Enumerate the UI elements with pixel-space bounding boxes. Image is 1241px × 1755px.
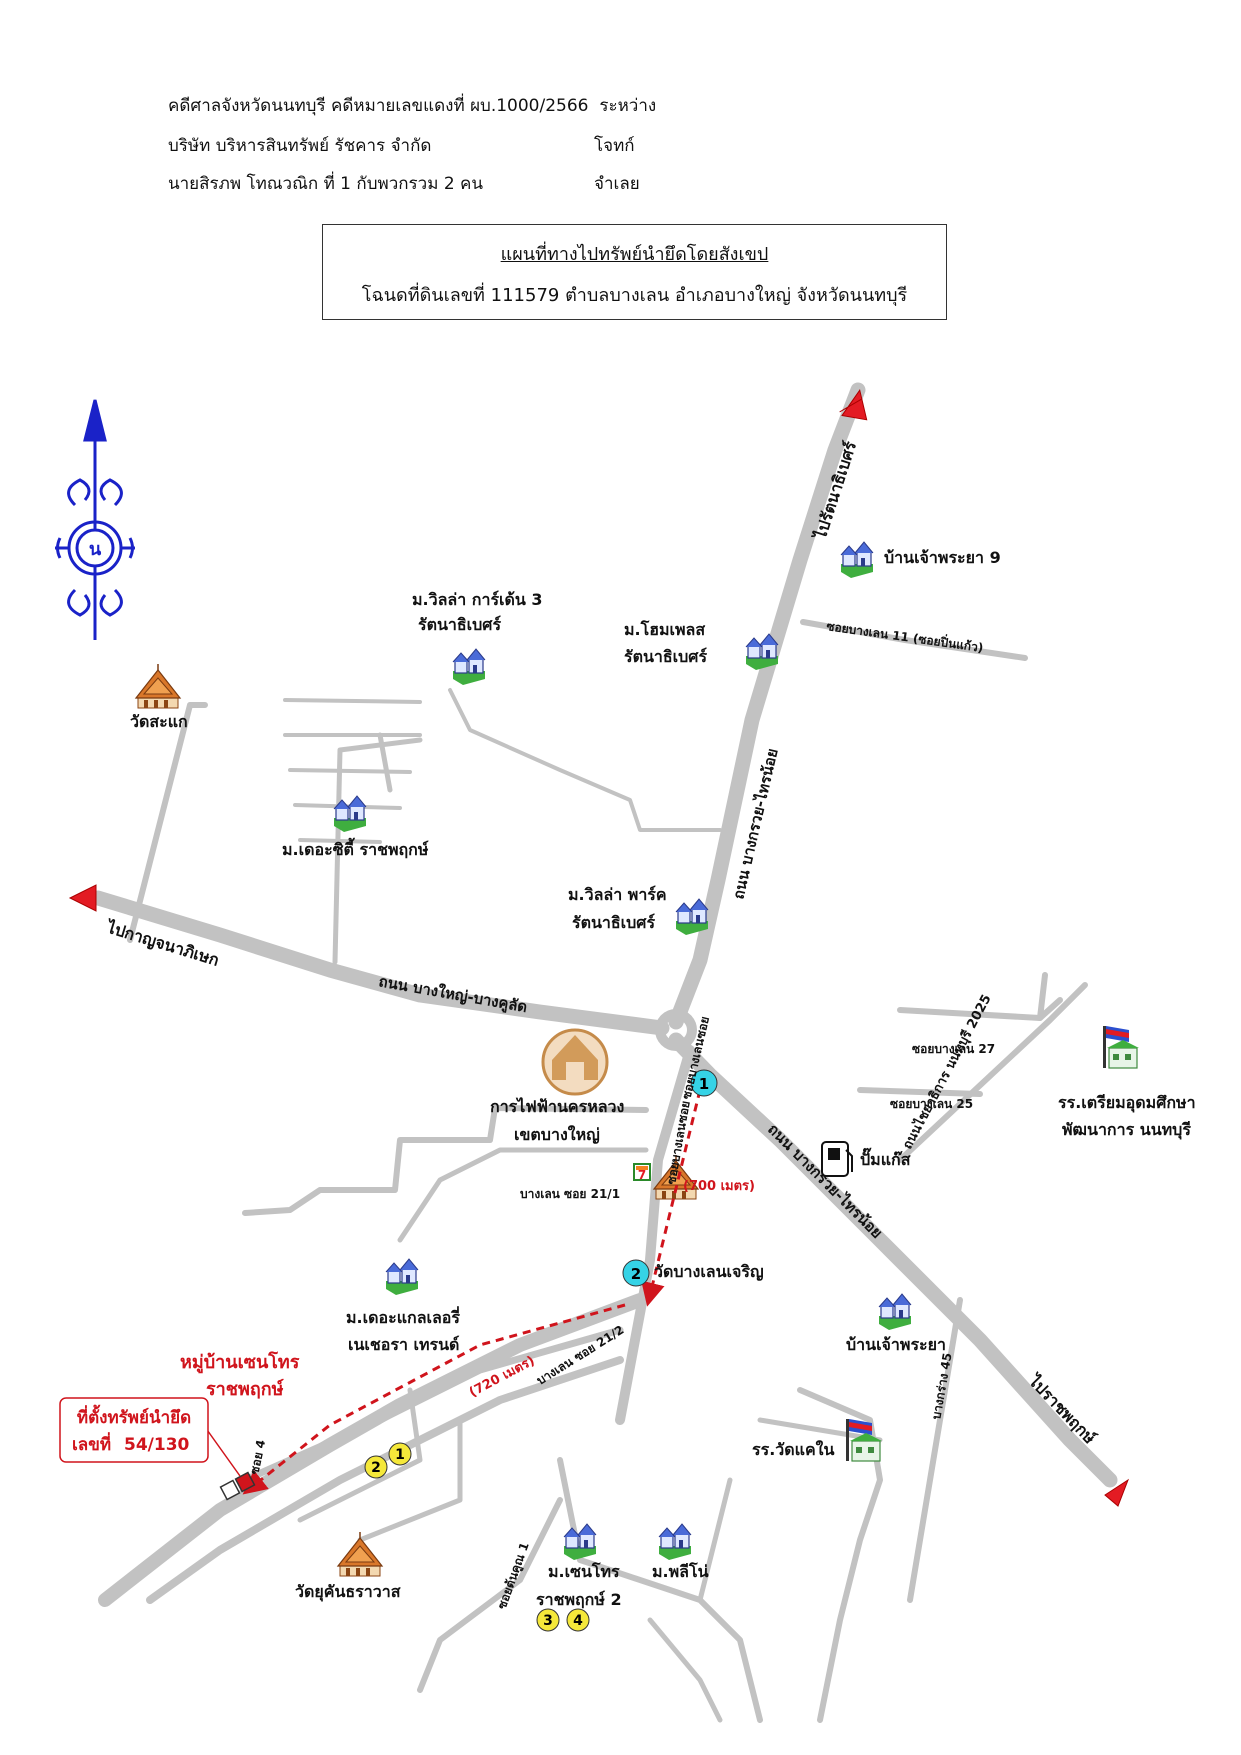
road-label-ton-khun: ซอยต้นคูณ 1 [495,1540,533,1611]
place-ban-chao-phraya-9: บ้านเจ้าพระยา 9 [884,548,1001,567]
compass-letter: น [89,539,102,560]
house-icon [658,1523,692,1561]
place-villa-garden-a: ม.วิลล่า การ์เด้น 3 [412,590,543,609]
distance-700: (700 เมตร) [683,1179,755,1194]
pea-emblem-icon [541,1028,609,1096]
svg-text:2: 2 [371,1460,381,1476]
arrow-north [839,388,868,421]
property-callout [59,1397,241,1477]
direction-arrows [68,388,1130,1507]
north-compass [55,399,135,640]
place-school-triam-a: รร.เตรียมอุดมศึกษา [1058,1093,1196,1113]
place-pea-b: เขตบางใหญ่ [514,1125,600,1145]
marker-yellow-1: 1 [388,1442,412,1466]
place-gas-station: ปั๊มแก๊ส [860,1147,911,1169]
place-school-triam-b: พัฒนาการ นนทบุรี [1062,1120,1191,1140]
marker-cyan-1: 1 [690,1069,718,1097]
house-icon [878,1293,912,1331]
svg-text:1: 1 [395,1447,405,1463]
house-icon [840,541,874,579]
temple-icon [337,1531,383,1577]
road-soi-11 [800,619,1028,661]
place-the-gallery-b: เนเชอรา เทรนด์ [348,1335,459,1354]
svg-text:3: 3 [543,1613,553,1629]
svg-text:7: 7 [638,1168,646,1182]
house-icon [385,1258,419,1296]
map-subtitle: โฉนดที่ดินเลขที่ 111579 ตำบลบางเลน อำเภอ… [361,285,908,306]
place-villa-park-b: รัตนาธิเบศร์ [572,913,655,932]
road-bangyai-bangkhulat [90,890,670,1036]
property-marker [219,1471,256,1501]
map-title-box: แผนที่ทางไปทรัพย์นำยึดโดยสังเขป โฉนดที่ด… [322,224,947,320]
property-label-prefix: เลขที่ [72,1432,111,1455]
marker-yellow-4: 4 [566,1608,590,1632]
road-bangkruai-north [668,382,866,1030]
house-icon [563,1523,597,1561]
place-wat-yukhan: วัดยุคันธราวาส [295,1582,401,1602]
route-path [242,1089,702,1495]
place-the-city: ม.เดอะซิตี้ ราชพฤกษ์ [282,837,429,859]
road-label-bangkrang-45: บางกร่าง 45 [929,1352,954,1421]
place-school-wat-khae: รร.วัดแคใน [752,1440,834,1459]
place-centro-a: ม.เซนโทร [548,1561,620,1581]
map-title: แผนที่ทางไปทรัพย์นำยึดโดยสังเขป [500,244,769,265]
gas-station-icon [821,1141,853,1177]
road-label-soi-27: ซอยบางเลน 27 [912,1042,995,1056]
defendant-name: นายสิรภพ โทณวณิก ที่ 1 กับพวกรวม 2 คน [168,174,484,194]
school-flag-icon [845,1418,883,1462]
place-ban-chao-phraya: บ้านเจ้าพระยา [846,1335,946,1354]
roundabout [655,1009,697,1051]
house-icon [452,648,486,686]
place-villa-park-a: ม.วิลล่า พาร์ค [568,885,667,904]
marker-yellow-3: 3 [536,1608,560,1632]
road-label-soi-25: ซอยบางเลน 25 [890,1097,973,1111]
property-label-line1: ที่ตั้งทรัพย์นำยึด [77,1404,191,1428]
road-2025 [897,982,1088,1163]
place-wat-sakae: วัดสะแก [130,712,188,731]
road-label-bangkruai-south: ถนน บางกรวย-ไทรน้อย [764,1119,886,1241]
svg-text:2: 2 [631,1265,641,1283]
svg-text:1: 1 [699,1075,709,1093]
place-home-place-b: รัตนาธิเบศร์ [624,647,707,666]
road-label-soi-11: ซอยบางเลน 11 (ซอยปิ่นแก้ว) [826,617,985,655]
defendant-role: จำเลย [594,174,640,194]
plaintiff-role: โจทก์ [594,136,635,156]
place-villa-garden-b: รัตนาธิเบศร์ [418,615,501,634]
place-pea-a: การไฟฟ้านครหลวง [490,1097,624,1116]
convenience-store-icon: 7 [633,1163,651,1182]
plaintiff-name: บริษัท บริหารสินทรัพย์ รัชคาร จำกัด [168,136,432,156]
marker-yellow-2: 2 [364,1455,388,1479]
road-soi-21 [615,1045,695,1425]
temple-icon [135,663,181,709]
place-village-red-b: ราชพฤกษ์ [206,1378,284,1400]
svg-text:4: 4 [573,1613,583,1629]
place-plino: ม.พลีโน่ [652,1561,709,1581]
marker-cyan-2: 2 [622,1259,650,1287]
roads [90,382,1118,1723]
place-home-place-a: ม.โฮมเพลส [624,619,705,639]
house-icon [745,633,779,671]
court-case-line: คดีศาลจังหวัดนนทบุรี คดีหมายเลขแดงที่ ผบ… [168,96,657,116]
place-centro-b: ราชพฤกษ์ 2 [536,1590,622,1609]
place-village-red-a: หมู่บ้านเซนโทร [180,1351,300,1374]
property-label-number: 54/130 [124,1435,190,1455]
arrow-southeast [1104,1478,1130,1507]
school-flag-icon [1102,1025,1140,1069]
place-the-gallery-a: ม.เดอะแกลเลอรี่ [346,1306,460,1327]
arrow-west [68,884,97,912]
place-wat-bangleng: วัดบางเลนเจริญ [654,1262,764,1282]
road-label-21-1: บางเลน ซอย 21/1 [520,1187,620,1201]
house-icon [675,898,709,936]
